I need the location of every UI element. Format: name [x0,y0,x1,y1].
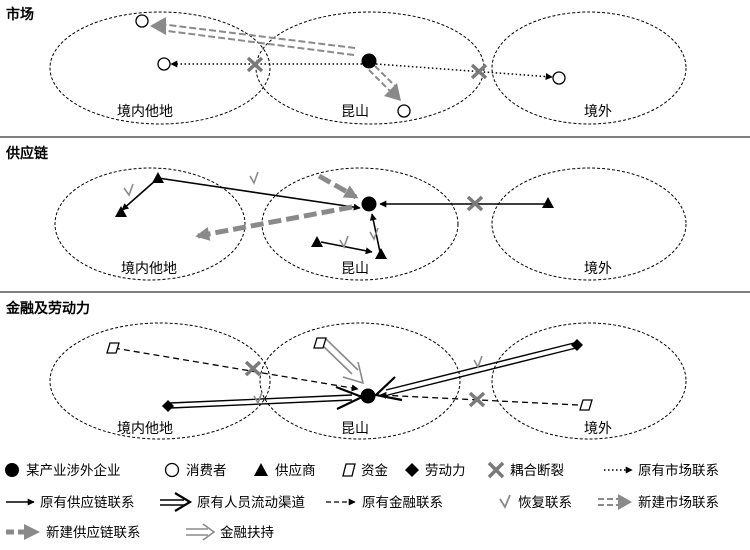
new-market-link [150,17,356,56]
coupling-break-icon [244,360,262,377]
legend-label: 金融扶持 [220,525,274,541]
section-title: 市场 [6,6,34,23]
old-finance-link [379,391,579,406]
legend-label: 劳动力 [425,463,466,479]
region-domestic [49,11,271,125]
enterprise-dot [360,388,376,404]
restored-link-check-icon [369,227,379,241]
legend-label: 新建供应链联系 [46,524,141,541]
region-overseas [491,11,687,125]
supply-chain-link [121,179,157,211]
consumer-icon [157,57,171,71]
restored-link-check-icon [123,183,134,197]
legend-labor-icon [405,463,419,477]
legend-label: 恢复联系 [518,494,572,511]
old-finance-link [113,347,359,392]
legend-label: 耦合断裂 [510,463,564,479]
coupling-break-icon [470,63,488,80]
legend-enterprise-icon [5,463,19,477]
new-supply-link [317,173,359,200]
legend: 某产业涉外企业 消费者 供应商 资金 劳动力 耦合断裂 原有市场联系 原有供应链… [5,461,719,541]
restored-link-check-icon [253,391,263,405]
supplier-icon [375,248,387,259]
new-supply-link [195,204,353,241]
legend-label: 原有金融联系 [362,495,443,511]
supply-chain-link [157,177,361,211]
section-market: 市场 境内他地 昆山 境外 [6,6,687,125]
legend-label: 某产业涉外企业 [26,462,121,479]
legend-double-dash-arrow-icon [598,494,632,510]
labor-flow-channel [169,385,365,410]
legend-funds-icon [342,463,356,477]
supply-chain-link [320,241,373,255]
legend-label: 原有市场联系 [638,462,719,479]
consumer-icon [135,14,149,28]
coupling-break-icon [246,56,264,73]
region-label-overseas: 境外 [584,104,612,120]
labor-icon [571,339,583,351]
legend-consumer-icon [164,462,180,478]
restored-link-check-icon [473,355,483,369]
consumer-icon [552,71,566,85]
restored-link-check-icon [339,235,349,249]
region-label-domestic: 境内他地 [121,261,177,277]
region-label-domestic: 境内他地 [117,421,173,437]
legend-double-arrow-icon [160,492,193,512]
supplier-icon [115,206,127,217]
region-domestic [49,322,271,440]
region-label-kunshan: 昆山 [341,261,369,277]
legend-label: 资金 [361,463,388,479]
finance-support-arrow [319,338,365,385]
region-label-domestic: 境内他地 [117,104,173,120]
coupling-break-icon [466,195,484,212]
enterprise-dot [361,196,377,212]
supplier-icon [311,236,323,247]
legend-label: 新建市场联系 [638,494,719,511]
legend-label: 原有人员流动渠道 [197,495,305,511]
supplier-icon [542,197,554,208]
region-label-kunshan: 昆山 [341,421,369,437]
funds-icon [106,342,120,354]
region-label-kunshan: 昆山 [341,104,369,120]
funds-icon [579,399,593,411]
restored-link-check-icon [249,171,259,185]
funds-icon [313,337,327,349]
section-title: 供应链 [5,145,49,162]
coupling-break-icon [468,391,486,408]
new-market-link [368,65,401,101]
labor-icon [162,400,174,412]
section-title: 金融及劳动力 [5,300,90,317]
region-overseas [491,167,687,281]
section-finance-labor: 金融及劳动力 境内他地 昆山 境外 [5,300,687,440]
region-overseas [491,322,687,440]
legend-supplier-icon [254,463,268,476]
legend-break-icon [487,461,505,479]
section-supply-chain: 供应链 境内他地 昆山 境外 [5,145,687,281]
legend-thick-dash-arrow-head [24,524,40,540]
legend-label: 供应商 [275,462,316,479]
enterprise-dot [361,53,377,69]
consumer-icon [397,104,411,118]
region-domestic [54,167,246,281]
region-label-overseas: 境外 [584,261,612,277]
region-label-overseas: 境外 [584,421,612,437]
legend-hollow-double-arrow-icon [186,523,216,541]
old-market-link [375,63,553,81]
labor-flow-channel [373,342,577,402]
legend-check-icon [499,494,511,509]
supplier-icon [152,172,164,183]
region-kunshan [259,322,461,440]
legend-label: 原有供应链联系 [40,494,135,511]
legend-label: 消费者 [186,463,227,479]
